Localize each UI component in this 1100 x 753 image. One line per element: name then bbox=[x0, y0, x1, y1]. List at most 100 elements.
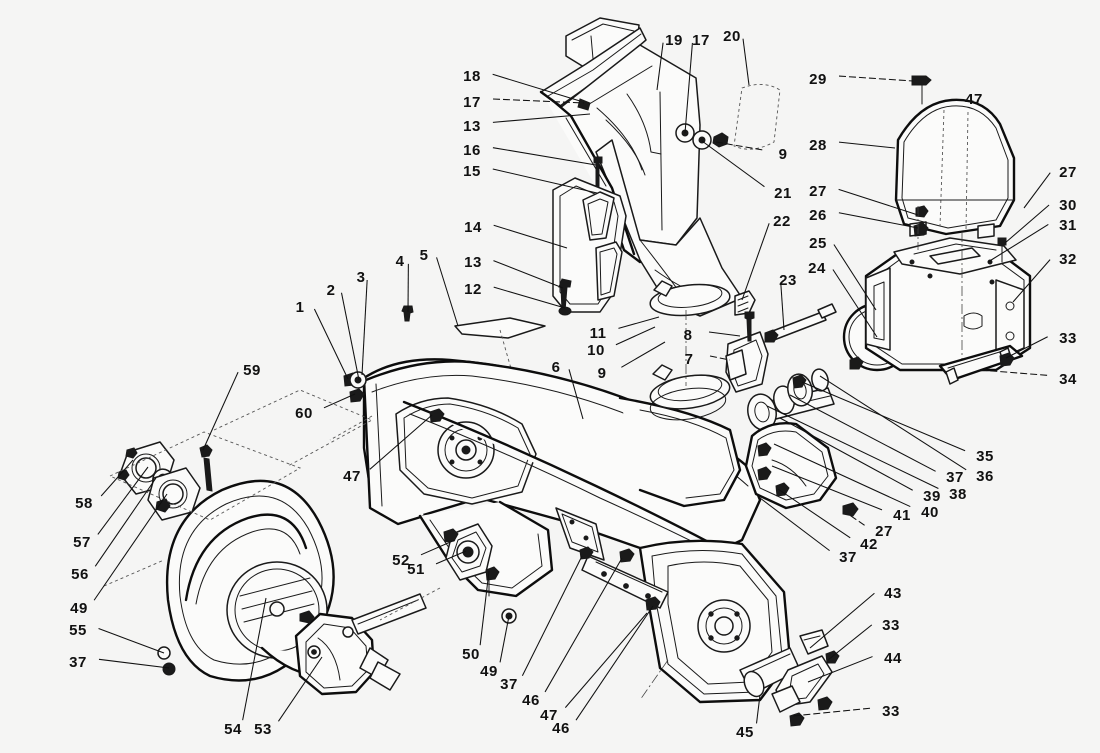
callout-leader-27 bbox=[847, 513, 865, 526]
callout-leader-6 bbox=[568, 369, 584, 420]
callout-leader-31 bbox=[987, 224, 1049, 263]
callout-leader-9 bbox=[621, 341, 666, 368]
callout-leader-28 bbox=[838, 141, 896, 149]
callout-leader-40 bbox=[773, 443, 911, 508]
callout-number: 28 bbox=[809, 137, 827, 154]
callout-47: 47 bbox=[540, 612, 648, 724]
callout-number: 29 bbox=[809, 71, 827, 88]
callout-number: 53 bbox=[254, 721, 272, 738]
callout-44: 44 bbox=[807, 650, 901, 683]
callout-number: 52 bbox=[392, 552, 410, 569]
callout-number: 5 bbox=[420, 247, 429, 264]
callout-8: 8 bbox=[684, 327, 741, 344]
callout-leader-14 bbox=[493, 224, 568, 249]
callout-16: 16 bbox=[463, 142, 597, 166]
callout-number: 60 bbox=[295, 405, 313, 422]
callout-30: 30 bbox=[1004, 197, 1077, 244]
callout-leader-10 bbox=[615, 326, 656, 346]
callout-33: 33 bbox=[792, 703, 899, 720]
callout-leader-20 bbox=[742, 38, 750, 86]
callout-number: 38 bbox=[949, 486, 967, 503]
callout-number: 55 bbox=[69, 622, 87, 639]
callout-58: 58 bbox=[75, 459, 134, 512]
callout-leader-37 bbox=[521, 555, 583, 677]
callout-leader-59 bbox=[202, 371, 239, 451]
callout-number: 35 bbox=[976, 448, 994, 465]
callout-leader-16 bbox=[492, 147, 597, 166]
callout-1: 1 bbox=[296, 299, 349, 380]
callout-7: 7 bbox=[685, 351, 731, 368]
callout-leader-33 bbox=[1005, 336, 1048, 359]
callout-number: 17 bbox=[463, 94, 481, 111]
callout-number: 20 bbox=[723, 28, 741, 45]
callout-number: 42 bbox=[860, 536, 878, 553]
callout-21: 21 bbox=[701, 140, 791, 202]
callout-leader-37 bbox=[759, 497, 830, 552]
callout-leader-32 bbox=[1012, 259, 1051, 303]
callout-number: 41 bbox=[893, 507, 911, 524]
callout-6: 6 bbox=[552, 359, 584, 420]
callout-number: 6 bbox=[552, 359, 561, 376]
callout-leader-27 bbox=[1023, 172, 1051, 209]
chute-support-ribs bbox=[454, 177, 627, 373]
callout-33: 33 bbox=[1005, 330, 1076, 359]
callout-leader-57 bbox=[97, 466, 149, 535]
callout-9: 9 bbox=[598, 341, 666, 382]
callout-number: 31 bbox=[1059, 217, 1077, 234]
callout-46: 46 bbox=[522, 557, 623, 709]
construction-guides bbox=[103, 310, 687, 701]
skid-shoe-assembly bbox=[739, 629, 840, 727]
callout-number: 47 bbox=[965, 91, 983, 108]
callout-leader-25 bbox=[833, 244, 877, 311]
callout-number: 47 bbox=[540, 707, 558, 724]
callout-leader-1 bbox=[313, 308, 349, 380]
callout-10: 10 bbox=[587, 326, 656, 359]
callout-49: 49 bbox=[70, 493, 168, 617]
callout-number: 50 bbox=[462, 646, 480, 663]
callout-number: 30 bbox=[1059, 197, 1077, 214]
callout-3: 3 bbox=[357, 269, 368, 376]
callout-37: 37 bbox=[69, 654, 170, 671]
callout-leader-3 bbox=[361, 279, 368, 376]
callout-32: 32 bbox=[1012, 251, 1076, 303]
callout-number: 59 bbox=[243, 362, 261, 379]
callout-36: 36 bbox=[819, 375, 993, 485]
callout-leader-17 bbox=[492, 98, 585, 104]
callout-number: 4 bbox=[396, 253, 405, 270]
callout-42: 42 bbox=[777, 488, 878, 553]
callout-49: 49 bbox=[480, 615, 510, 680]
callout-leader-19 bbox=[656, 42, 664, 91]
callout-number: 57 bbox=[73, 534, 91, 551]
callout-leader-50 bbox=[479, 570, 490, 646]
callout-13: 13 bbox=[464, 254, 564, 289]
callout-number: 37 bbox=[946, 469, 964, 486]
callout-number: 23 bbox=[779, 272, 797, 289]
callout-43: 43 bbox=[809, 585, 901, 649]
callout-leader-15 bbox=[492, 168, 598, 194]
callout-51: 51 bbox=[407, 550, 467, 578]
callout-leader-29 bbox=[838, 75, 914, 82]
callout-number: 56 bbox=[71, 566, 89, 583]
callout-leader-44 bbox=[807, 656, 873, 683]
callout-leader-12 bbox=[493, 286, 566, 309]
callout-leader-18 bbox=[492, 73, 581, 102]
callout-leader-27 bbox=[838, 188, 919, 216]
callout-14: 14 bbox=[464, 219, 568, 249]
callout-number: 49 bbox=[480, 663, 498, 680]
callout-37: 37 bbox=[500, 555, 583, 693]
callout-leader-46 bbox=[544, 557, 623, 693]
callout-22: 22 bbox=[741, 213, 790, 301]
callout-46: 46 bbox=[552, 605, 654, 737]
callout-leader-52 bbox=[420, 539, 456, 556]
callout-leader-37 bbox=[98, 658, 170, 669]
callout-number: 17 bbox=[692, 32, 710, 49]
callout-number: 9 bbox=[598, 365, 607, 382]
callout-leader-46 bbox=[575, 605, 654, 721]
callout-number: 46 bbox=[552, 720, 570, 737]
callout-52: 52 bbox=[392, 539, 456, 569]
lower-left-hardware bbox=[443, 523, 517, 624]
callout-leader-11 bbox=[618, 316, 660, 329]
callout-number: 54 bbox=[224, 721, 242, 738]
engine-cover-and-frame bbox=[864, 75, 1032, 385]
